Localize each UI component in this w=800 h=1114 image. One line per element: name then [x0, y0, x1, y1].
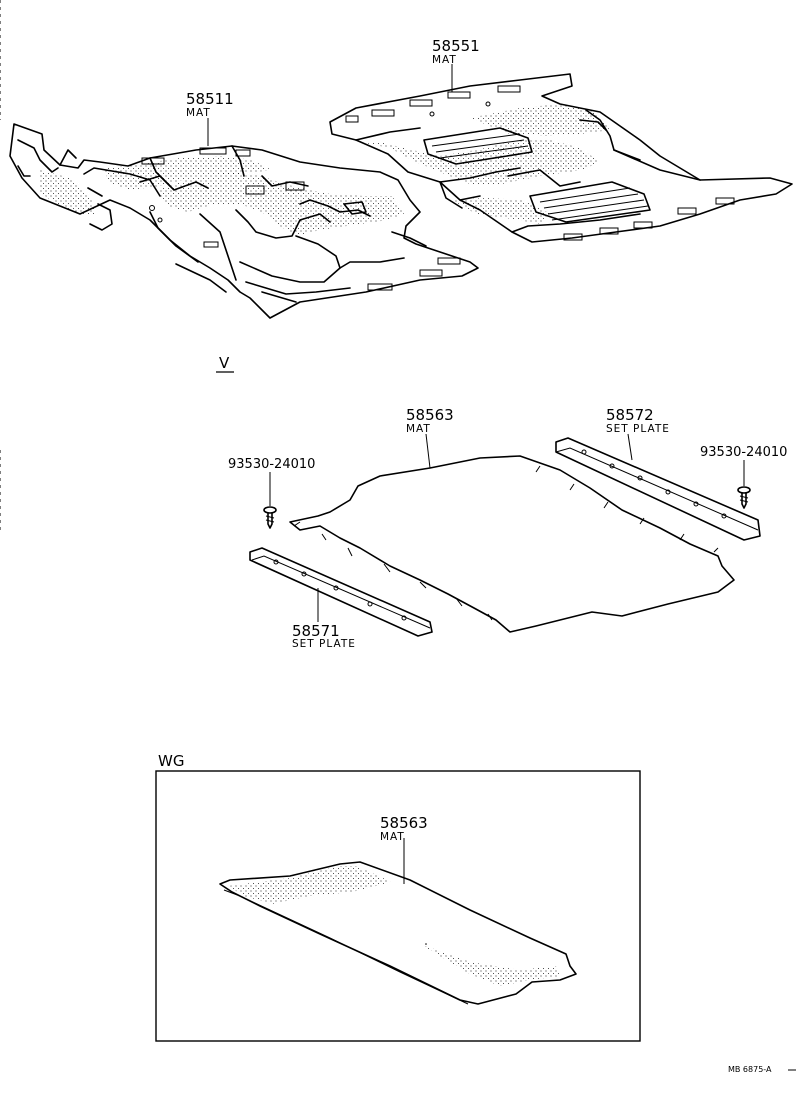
leader-58572 — [627, 433, 633, 461]
cargo-mat — [289, 455, 735, 633]
wg-mat — [219, 861, 577, 1005]
part-name-58572: SET PLATE — [606, 423, 670, 435]
set-plate-left — [249, 547, 433, 637]
part-number-58511: 58511 — [186, 90, 234, 108]
callout-58563: 58563 MAT — [406, 406, 454, 435]
part-name-58511: MAT — [186, 107, 211, 119]
part-name-58571: SET PLATE — [292, 638, 356, 650]
section-wg-label: WG — [158, 752, 184, 770]
leader-58563 — [425, 433, 431, 469]
screw-left — [263, 472, 277, 529]
part-number-93530-right: 93530-24010 — [700, 445, 787, 460]
part-number-58572: 58572 — [606, 406, 654, 424]
set-plate-right — [555, 437, 761, 541]
callout-58511: 58511 MAT — [186, 90, 234, 119]
part-number-58563-wg: 58563 — [380, 814, 428, 832]
part-number-93530-left: 93530-24010 — [228, 457, 315, 472]
section-wg-frame — [155, 770, 641, 1042]
callout-58571: 58571 SET PLATE — [292, 622, 356, 650]
callout-58563-wg: 58563 MAT — [380, 814, 428, 843]
part-number-58563: 58563 — [406, 406, 454, 424]
rear-floor-mat — [329, 73, 793, 243]
part-number-58571: 58571 — [292, 622, 340, 640]
part-name-58551: MAT — [432, 54, 457, 66]
callout-58572: 58572 SET PLATE — [606, 406, 670, 435]
figure-code: MB 6875-A — [728, 1065, 772, 1074]
section-v-label: V — [219, 354, 230, 372]
part-name-58563-wg: MAT — [380, 831, 405, 843]
screw-right — [737, 460, 751, 509]
part-number-58551: 58551 — [432, 37, 480, 55]
callout-58551: 58551 MAT — [432, 37, 480, 66]
front-floor-mat — [9, 123, 479, 319]
part-name-58563: MAT — [406, 423, 431, 435]
